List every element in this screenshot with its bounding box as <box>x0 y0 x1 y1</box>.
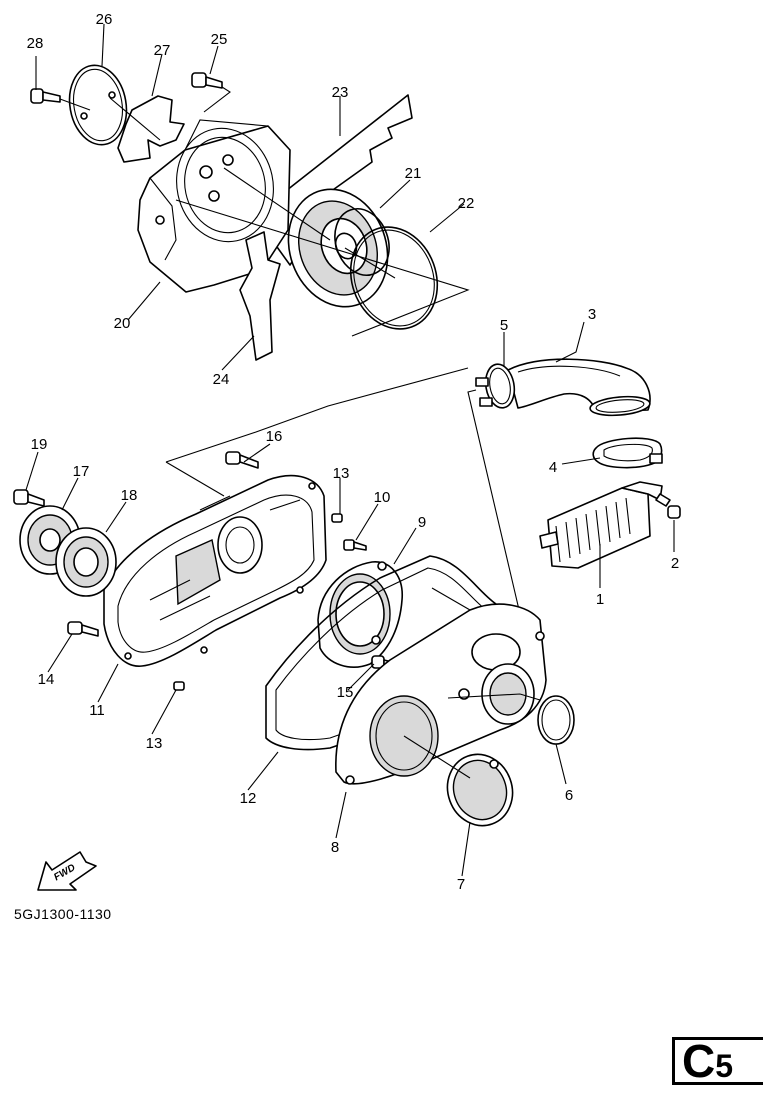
callout-15: 15 <box>337 684 354 701</box>
callout-21: 21 <box>405 165 422 182</box>
callout-13-lower: 13 <box>146 735 163 752</box>
clutch-cover-assembly <box>265 539 575 827</box>
callout-1: 1 <box>596 591 604 608</box>
part-10-bolt <box>343 539 367 551</box>
callout-7: 7 <box>457 876 465 893</box>
callout-12: 12 <box>240 790 257 807</box>
page-code-letter: C <box>682 1035 716 1087</box>
part-16-bolt <box>225 451 259 469</box>
callout-22: 22 <box>458 195 475 212</box>
callout-9: 9 <box>418 514 426 531</box>
callout-numbers: 1 2 3 4 5 6 7 8 9 10 11 12 13 13 14 15 1… <box>27 11 680 893</box>
part-24-bracket <box>239 231 281 361</box>
part-26-cover-plate <box>68 64 128 146</box>
page-code-box <box>672 1037 763 1085</box>
callout-23: 23 <box>332 84 349 101</box>
part-13-dowel-pin-upper <box>331 513 343 523</box>
part-6-o-ring <box>537 695 575 745</box>
part-28-screw <box>30 88 61 104</box>
page-code-number: 5 <box>715 1048 734 1084</box>
callout-20: 20 <box>114 315 131 332</box>
callout-3: 3 <box>588 306 596 323</box>
part-2-bolt <box>655 493 681 519</box>
callout-24: 24 <box>213 371 230 388</box>
callout-2: 2 <box>671 555 679 572</box>
callout-4: 4 <box>549 459 557 476</box>
part-14-bolt <box>67 621 99 637</box>
callout-6: 6 <box>565 787 573 804</box>
callout-27: 27 <box>154 42 171 59</box>
part-27-cap <box>117 95 185 163</box>
callout-11: 11 <box>89 702 105 719</box>
callout-26: 26 <box>96 11 113 28</box>
part-7-plate <box>446 753 514 827</box>
callout-25: 25 <box>211 31 228 48</box>
part-18-seal <box>55 527 117 597</box>
callout-16: 16 <box>266 428 283 445</box>
part-20-case-bore <box>176 127 274 243</box>
callout-14: 14 <box>38 671 55 688</box>
part-22-o-ring <box>349 226 439 330</box>
diagram-code: 5GJ1300-1130 <box>14 906 112 922</box>
air-cleaner-assembly <box>30 64 470 361</box>
crankcase-cover-assembly <box>13 367 469 691</box>
part-21-element <box>287 188 390 308</box>
callout-5: 5 <box>500 317 508 334</box>
callout-13-upper: 13 <box>333 465 350 482</box>
part-13-dowel-pin-lower <box>173 681 185 691</box>
intake-duct-assembly <box>467 358 681 615</box>
fwd-arrow-icon <box>37 851 97 891</box>
callout-17: 17 <box>73 463 90 480</box>
callout-10: 10 <box>374 489 391 506</box>
part-1-element <box>539 481 663 569</box>
callout-19: 19 <box>31 436 48 453</box>
fwd-arrow: FWD <box>37 851 97 891</box>
page-code: C5 <box>682 1036 733 1091</box>
callout-28: 28 <box>27 35 44 52</box>
part-19-bolt <box>13 489 45 507</box>
callout-leaders <box>25 23 675 877</box>
callout-18: 18 <box>121 487 138 504</box>
part-25-bolt <box>191 72 223 89</box>
part-5-clamp <box>475 363 516 409</box>
callout-8: 8 <box>331 839 339 856</box>
